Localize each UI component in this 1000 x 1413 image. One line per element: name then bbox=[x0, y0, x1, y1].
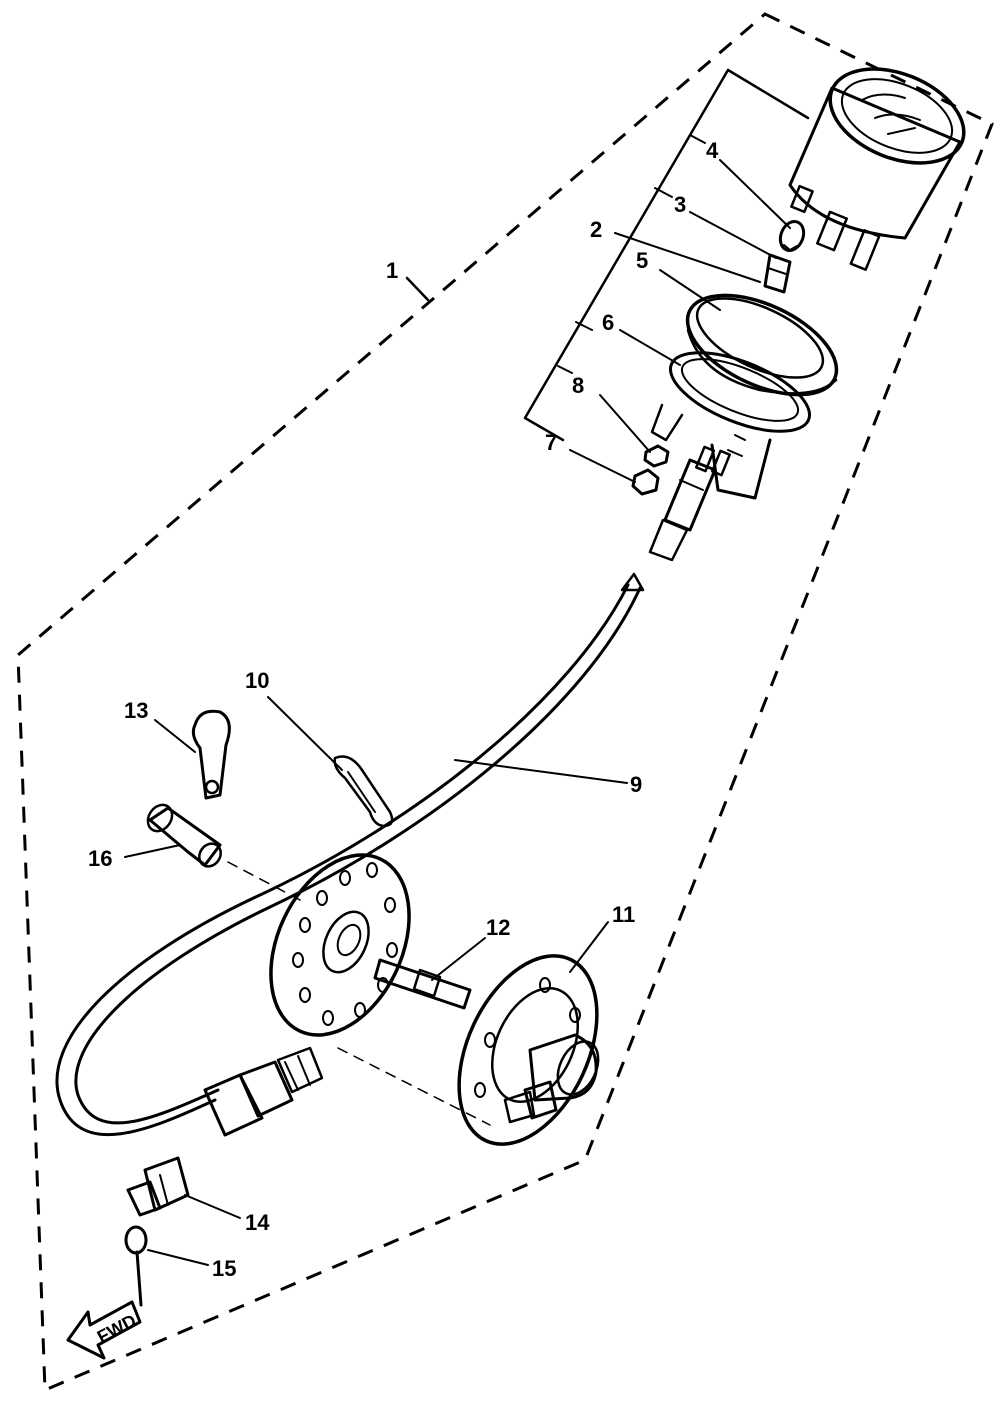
speedometer-cable bbox=[55, 572, 645, 1137]
callout-15: 15 bbox=[212, 1256, 236, 1281]
cable-head-fitting bbox=[648, 445, 732, 562]
leader-lines bbox=[124, 159, 791, 1266]
cable-clamp bbox=[191, 709, 231, 800]
speedometer-gear-unit bbox=[457, 954, 600, 1146]
cable-guide bbox=[126, 1156, 190, 1217]
callout-14: 14 bbox=[245, 1210, 270, 1235]
callout-3: 3 bbox=[674, 192, 686, 217]
callout-8: 8 bbox=[572, 373, 584, 398]
screw-15 bbox=[124, 1225, 148, 1307]
callout-4: 4 bbox=[706, 138, 719, 163]
callout-11: 11 bbox=[612, 902, 635, 927]
leader-1 bbox=[405, 276, 430, 302]
drive-shaft bbox=[373, 958, 472, 1010]
callout-7: 7 bbox=[545, 430, 557, 455]
nut-8 bbox=[643, 444, 670, 468]
parts-bracket bbox=[523, 68, 810, 442]
callout-5: 5 bbox=[636, 248, 648, 273]
bracket-tick-6 bbox=[575, 321, 593, 331]
meter-bracket bbox=[650, 351, 812, 500]
guide-line-2 bbox=[337, 1047, 491, 1126]
bracket-tick-8 bbox=[557, 365, 573, 374]
callout-13: 13 bbox=[124, 698, 148, 723]
callout-1: 1 bbox=[386, 258, 398, 283]
clutch-plate bbox=[269, 853, 411, 1037]
callout-6: 6 bbox=[602, 310, 614, 335]
washer-7 bbox=[631, 468, 660, 496]
callout-9: 9 bbox=[630, 772, 642, 797]
speedometer-meter bbox=[788, 67, 966, 271]
callout-16: 16 bbox=[88, 846, 112, 871]
cable-clip bbox=[333, 755, 394, 828]
callout-2: 2 bbox=[590, 217, 602, 242]
bulb-socket bbox=[763, 253, 792, 294]
forward-direction-arrow: FWD bbox=[66, 1300, 142, 1360]
forward-label: FWD bbox=[94, 1310, 140, 1347]
callout-10: 10 bbox=[245, 668, 269, 693]
bracket-tick-4 bbox=[689, 134, 706, 144]
bracket-tick-3 bbox=[654, 187, 673, 198]
bolt-16 bbox=[146, 803, 222, 868]
guide-line bbox=[227, 861, 301, 901]
meter-bulb bbox=[778, 219, 806, 253]
callout-12: 12 bbox=[486, 915, 510, 940]
